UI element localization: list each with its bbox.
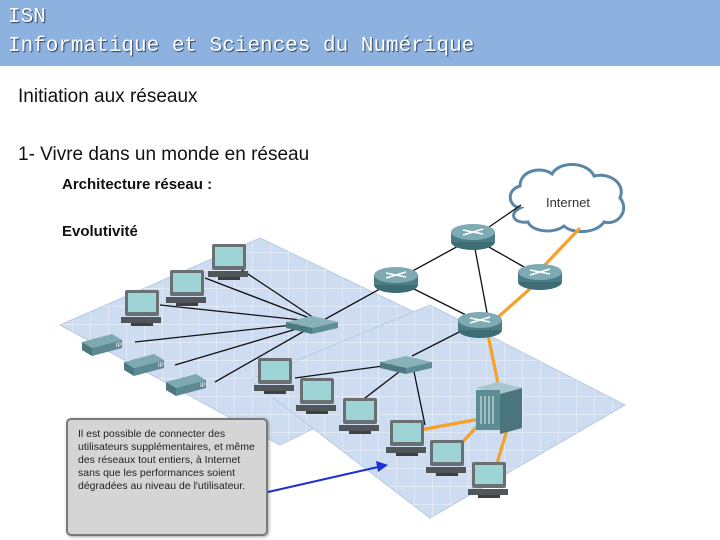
server-rack xyxy=(476,382,522,434)
computer-7 xyxy=(386,420,426,456)
title-banner: ISN Informatique et Sciences du Numériqu… xyxy=(0,0,720,66)
cloud-shape xyxy=(508,163,626,233)
slide-title: Initiation aux réseaux xyxy=(18,86,198,107)
subheading: Architecture réseau : xyxy=(62,176,213,193)
internet-label: Internet xyxy=(546,195,590,210)
ip-phone-2-label: IP xyxy=(158,363,164,369)
computer-5 xyxy=(296,378,336,414)
section-heading: 1- Vivre dans un monde en réseau xyxy=(18,144,310,165)
callout-box: Il est possible de connecter des utilisa… xyxy=(66,418,268,536)
core-router-left xyxy=(373,266,419,294)
banner-line-acronym: ISN xyxy=(8,6,46,29)
banner-line-fullname: Informatique et Sciences du Numérique xyxy=(8,35,475,58)
core-router-top xyxy=(450,223,496,251)
callout-text: Il est possible de connecter des utilisa… xyxy=(78,428,255,492)
topic-label: Evolutivité xyxy=(62,223,138,240)
computer-9 xyxy=(468,462,508,498)
ip-phone-1-label: IP xyxy=(116,343,122,349)
computer-3 xyxy=(121,290,161,326)
core-router-right xyxy=(517,263,563,291)
edge-router-bottom xyxy=(457,311,503,339)
computer-1 xyxy=(208,244,248,280)
computer-2 xyxy=(166,270,206,306)
ip-phone-3-label: IP xyxy=(200,383,206,389)
floor-plane-lower xyxy=(249,304,627,519)
computer-8 xyxy=(426,440,466,476)
callout-arrow xyxy=(267,461,388,493)
computer-4 xyxy=(254,358,294,394)
computer-6 xyxy=(339,398,379,434)
